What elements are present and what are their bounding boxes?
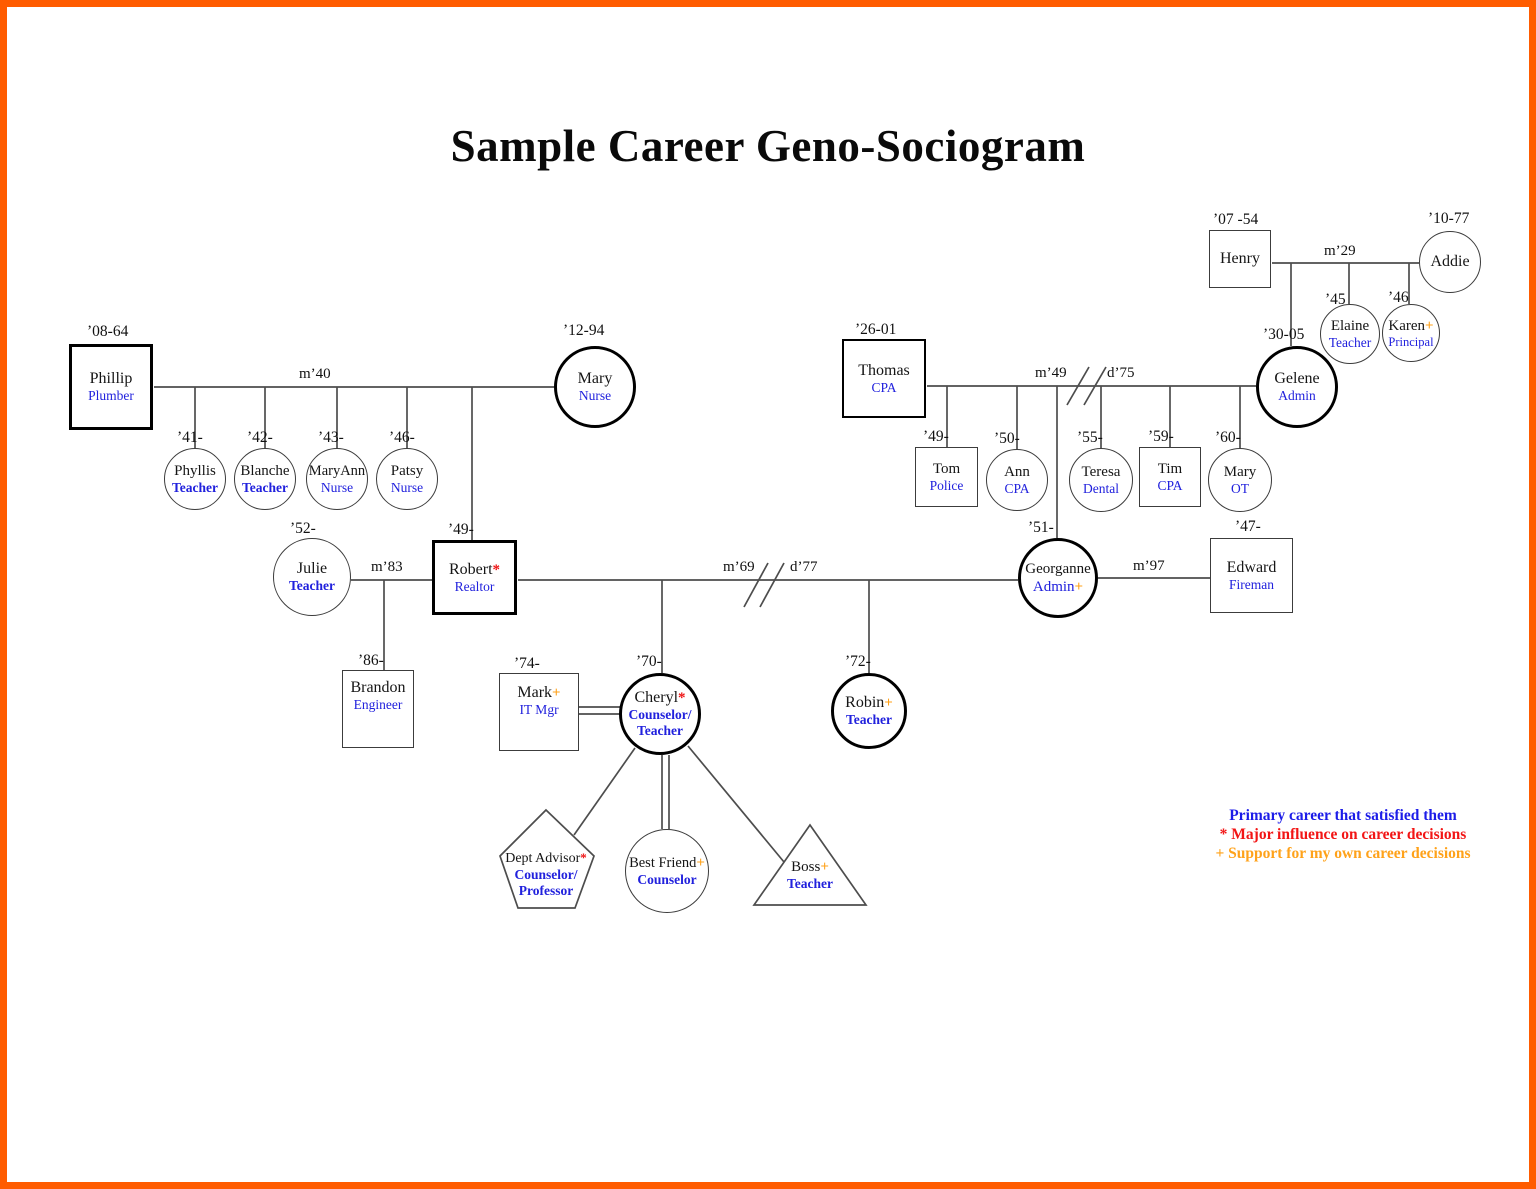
union-line-thomas-gelene (927, 385, 1256, 538)
node-gelene: Gelene Admin (1256, 346, 1338, 428)
node-edward: Edward Fireman (1210, 538, 1293, 613)
union-line-phillip-mary (154, 386, 554, 540)
year-henry: ’07 -54 (1213, 211, 1259, 228)
node-phillip: Phillip Plumber (69, 344, 153, 430)
legend-primary-career: Primary career that satisfied them (1229, 807, 1457, 824)
connector-lines-layer (154, 262, 1419, 909)
marriage-label-julie-robert: m’83 (371, 559, 403, 575)
node-mary-ot: Mary OT (1208, 448, 1272, 512)
year-mary-sr: ’12-94 (563, 322, 605, 339)
node-blanche: Blanche Teacher (234, 448, 296, 510)
double-line-cheryl-best-friend (661, 755, 670, 829)
legend-support: + Support for my own career decisions (1215, 845, 1471, 862)
divorce-label-thomas-gelene: d’75 (1107, 365, 1135, 381)
marriage-label-robert-georganne: m’69 (723, 559, 755, 575)
year-mary-ot: ’60- (1215, 429, 1241, 446)
year-tim: ’59- (1148, 428, 1174, 445)
node-elaine: Elaine Teacher (1320, 304, 1380, 364)
node-dept-advisor-label: Dept Advisor* Counselor/ Professor (505, 850, 587, 898)
node-patsy: Patsy Nurse (376, 448, 438, 510)
page-title: Sample Career Geno-Sociogram (450, 121, 1086, 171)
year-elaine: ’45 (1325, 291, 1346, 308)
node-robert: Robert* Realtor (432, 540, 517, 615)
year-georganne: ’51- (1028, 519, 1054, 536)
node-phyllis: Phyllis Teacher (164, 448, 226, 510)
year-karen: ’46 (1388, 289, 1409, 306)
year-phillip: ’08-64 (87, 323, 129, 340)
year-cheryl: ’70- (636, 653, 662, 670)
node-brandon: Brandon Engineer (342, 670, 414, 748)
node-robin: Robin+ Teacher (831, 673, 907, 749)
year-addie: ’10-77 (1428, 210, 1470, 227)
node-best-friend: Best Friend+ Counselor (625, 829, 709, 913)
divorce-mark-thomas-gelene (1066, 366, 1107, 406)
node-maryann: MaryAnn Nurse (306, 448, 368, 510)
marriage-label-thomas-gelene: m’49 (1035, 365, 1067, 381)
year-phyllis: ’41- (177, 429, 203, 446)
node-ann: Ann CPA (986, 449, 1048, 511)
node-tom: Tom Police (915, 447, 978, 507)
legend-major-influence: * Major influence on career decisions (1219, 826, 1467, 843)
year-robin: ’72- (845, 653, 871, 670)
node-boss-label: Boss+ Teacher (787, 859, 833, 891)
node-cheryl: Cheryl* Counselor/ Teacher (619, 673, 701, 755)
relation-line-cheryl-dept-advisor (573, 747, 636, 836)
year-robert: ’49- (448, 521, 474, 538)
year-teresa: ’55- (1077, 429, 1103, 446)
node-mary-sr: Mary Nurse (554, 346, 636, 428)
year-mark: ’74- (514, 655, 540, 672)
pentagon-shape-dept-advisor (499, 808, 595, 909)
divorce-mark-robert-georganne (743, 562, 785, 608)
year-julie: ’52- (290, 520, 316, 537)
year-patsy: ’46- (389, 429, 415, 446)
relation-line-cheryl-boss (687, 745, 785, 863)
year-blanche: ’42- (247, 429, 273, 446)
node-addie: Addie (1419, 231, 1481, 293)
triangle-shape-boss (752, 823, 868, 906)
union-line-robert-georganne (518, 579, 1018, 673)
marriage-label-henry-addie: m’29 (1324, 243, 1356, 259)
node-thomas: Thomas CPA (842, 339, 926, 418)
node-tim: Tim CPA (1139, 447, 1201, 507)
year-thomas: ’26-01 (855, 321, 897, 338)
divorce-label-robert-georganne: d’77 (790, 559, 818, 575)
year-gelene: ’30-05 (1263, 326, 1305, 343)
union-line-julie-robert (351, 579, 432, 670)
marriage-label-phillip-mary: m’40 (299, 366, 331, 382)
union-line-henry-addie (1272, 262, 1419, 346)
node-teresa: Teresa Dental (1069, 448, 1133, 512)
marriage-label-georganne-edward: m’97 (1133, 558, 1165, 574)
year-edward: ’47- (1235, 518, 1261, 535)
year-tom: ’49- (923, 428, 949, 445)
legend: Primary career that satisfied them * Maj… (1197, 806, 1489, 863)
year-maryann: ’43- (318, 429, 344, 446)
node-julie: Julie Teacher (273, 538, 351, 616)
node-henry: Henry (1209, 230, 1271, 288)
year-brandon: ’86- (358, 652, 384, 669)
node-mark: Mark+ IT Mgr (499, 673, 579, 751)
double-line-mark-cheryl (579, 706, 620, 715)
node-georganne: Georganne Admin+ (1018, 538, 1098, 618)
year-ann: ’50- (994, 430, 1020, 447)
node-karen: Karen+ Principal (1382, 304, 1440, 362)
